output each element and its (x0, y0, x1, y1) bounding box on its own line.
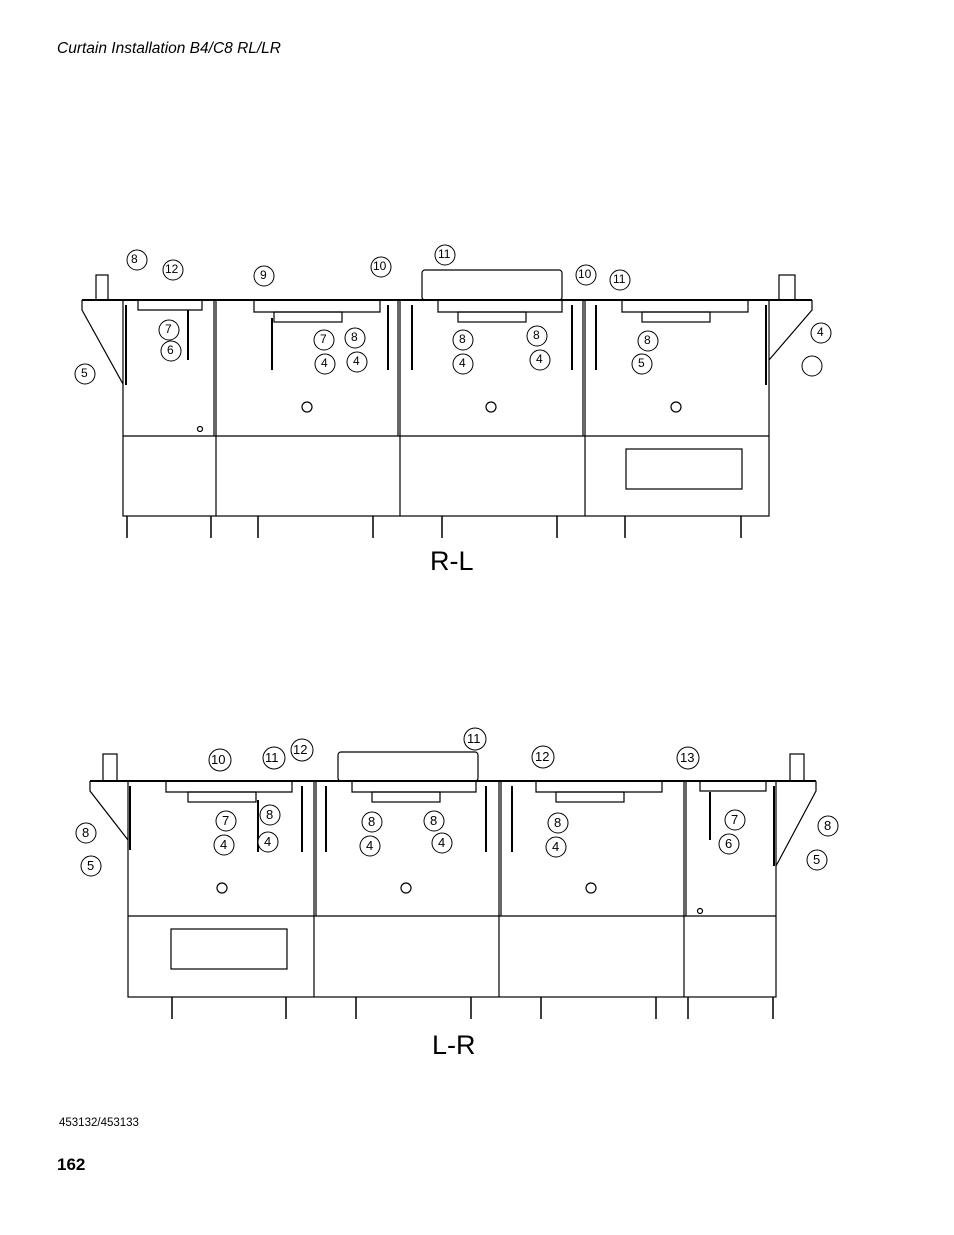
callout: 13 (680, 750, 695, 765)
callout: 7 (731, 812, 739, 827)
callout: 4 (459, 356, 466, 370)
callout: 8 (644, 333, 651, 347)
page-number: 162 (57, 1155, 86, 1174)
callout: 9 (260, 268, 267, 282)
callout: 5 (87, 858, 95, 873)
diagram-lr (75, 727, 839, 1019)
callout: 10 (578, 267, 592, 281)
callout: 7 (222, 813, 230, 828)
callout: 11 (438, 247, 451, 261)
callout: 4 (366, 838, 374, 853)
callout: 11 (613, 272, 626, 286)
callout: 12 (535, 749, 550, 764)
callout: 4 (264, 834, 272, 849)
callout: 8 (131, 252, 138, 266)
callout: 8 (82, 825, 90, 840)
control-panel (421, 269, 563, 301)
view-label-lr: L-R (432, 1030, 476, 1060)
view-label-rl: R-L (430, 546, 474, 576)
callout: 5 (638, 356, 645, 370)
callout: 11 (467, 731, 481, 746)
doc-number: 453132/453133 (59, 1117, 139, 1129)
callout: 8 (430, 813, 438, 828)
callout: 7 (165, 322, 172, 336)
callout: 10 (211, 752, 226, 767)
callout: 11 (265, 750, 279, 765)
diagram-rl (74, 244, 832, 538)
callout: 12 (293, 742, 308, 757)
callout: 12 (165, 262, 179, 276)
page-header: Curtain Installation B4/C8 RL/LR (57, 40, 282, 57)
callout: 4 (321, 356, 328, 370)
callout: 8 (533, 328, 540, 342)
callout: 8 (824, 818, 832, 833)
callout: 4 (438, 835, 446, 850)
control-panel (337, 751, 479, 782)
callout: 8 (351, 330, 358, 344)
callout: 6 (167, 343, 174, 357)
callout: 8 (554, 815, 562, 830)
callout: 10 (373, 259, 387, 273)
callout: 6 (725, 836, 733, 851)
callout: 8 (368, 814, 376, 829)
callout: 4 (220, 837, 228, 852)
callout: 7 (320, 332, 327, 346)
callout: 4 (817, 325, 824, 339)
callout: 4 (353, 354, 360, 368)
callout: 8 (266, 807, 274, 822)
callout: 5 (81, 366, 88, 380)
callout: 4 (536, 352, 543, 366)
callout: 5 (813, 852, 821, 867)
callout: 8 (459, 332, 466, 346)
callout: 4 (552, 839, 560, 854)
